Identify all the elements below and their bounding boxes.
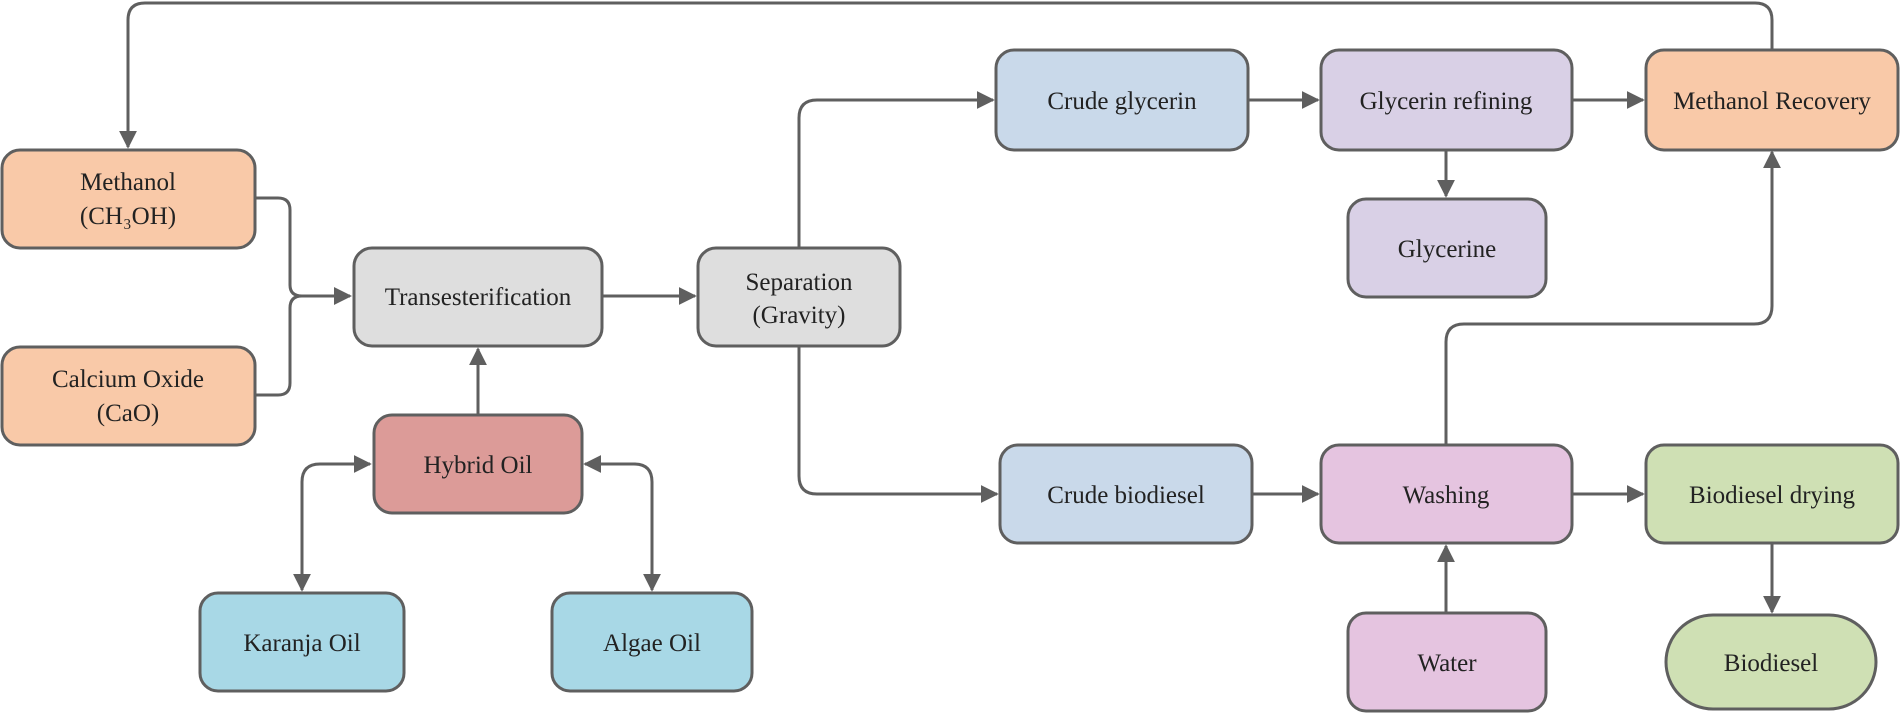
crude-glycerin-label: Crude glycerin [1047, 88, 1197, 115]
biodiesel-label: Biodiesel [1724, 650, 1818, 677]
edge-separation-to-crude-biodiesel [797, 346, 999, 503]
node-separation: Separation (Gravity) [696, 246, 902, 348]
edge-algae-hybrid [583, 455, 661, 592]
node-biodiesel-drying: Biodiesel drying [1644, 443, 1900, 545]
karanja-oil-label: Karanja Oil [243, 630, 360, 657]
node-calcium-oxide: Calcium Oxide (CaO) [0, 345, 257, 447]
edges [119, 1, 1781, 614]
node-biodiesel: Biodiesel [1664, 613, 1878, 711]
node-hybrid-oil: Hybrid Oil [372, 413, 584, 515]
node-algae-oil: Algae Oil [550, 591, 754, 693]
calcium-oxide-label-line1: Calcium Oxide [52, 366, 204, 393]
node-crude-glycerin: Crude glycerin [994, 48, 1250, 152]
calcium-oxide-label-line2: (CaO) [97, 400, 159, 427]
transesterification-label: Transesterification [385, 284, 572, 311]
node-crude-biodiesel: Crude biodiesel [998, 443, 1254, 545]
node-water: Water [1346, 611, 1548, 713]
edge-methanol-to-transesterification [255, 196, 352, 305]
node-glycerin-refining: Glycerin refining [1319, 48, 1574, 152]
node-glycerine: Glycerine [1346, 197, 1548, 299]
glycerine-label: Glycerine [1398, 236, 1497, 263]
node-methanol-recovery: Methanol Recovery [1644, 48, 1900, 152]
methanol-label-line2: (CH₃OH) [80, 203, 176, 230]
node-karanja-oil: Karanja Oil [198, 591, 406, 693]
water-label: Water [1417, 650, 1477, 677]
edge-washing-to-recovery [1444, 150, 1781, 444]
biodiesel-drying-label: Biodiesel drying [1689, 482, 1855, 509]
edge-karanja-hybrid [293, 455, 372, 592]
separation-label-line1: Separation [746, 269, 853, 296]
washing-label: Washing [1403, 482, 1490, 509]
crude-biodiesel-label: Crude biodiesel [1047, 482, 1205, 509]
edge-separation-to-crude-glycerin [797, 91, 995, 248]
methanol-label-line1: Methanol [80, 169, 176, 196]
edge-recovery-to-methanol [119, 1, 1774, 149]
edge-cao-to-transesterification [255, 287, 352, 397]
hybrid-oil-label: Hybrid Oil [423, 452, 532, 479]
node-methanol: Methanol (CH₃OH) [0, 148, 257, 250]
separation-label-line2: (Gravity) [752, 302, 845, 329]
node-transesterification: Transesterification [352, 246, 604, 348]
methanol-recovery-label: Methanol Recovery [1673, 88, 1871, 115]
algae-oil-label: Algae Oil [603, 630, 701, 657]
node-washing: Washing [1319, 443, 1574, 545]
glycerin-refining-label: Glycerin refining [1360, 88, 1533, 115]
